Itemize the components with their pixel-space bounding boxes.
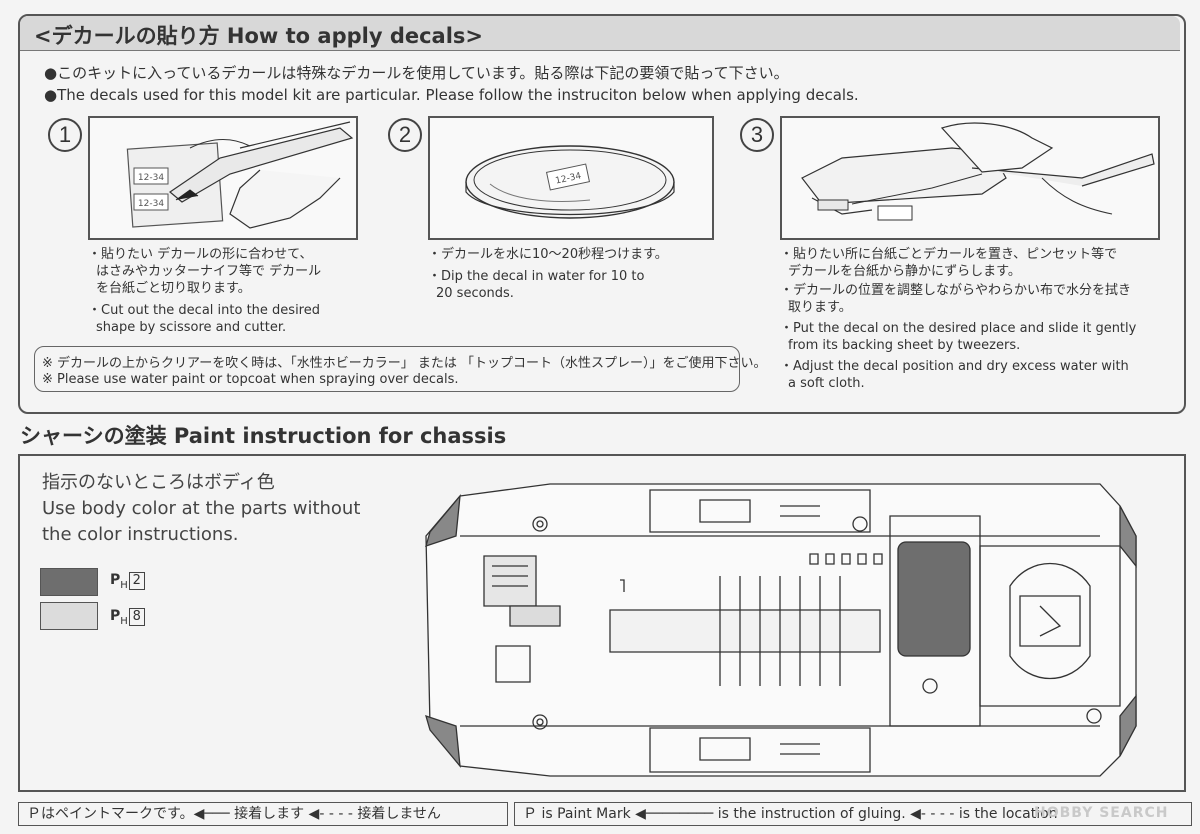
paint-code: 2 xyxy=(128,572,145,590)
watermark-logo: HOBBY SEARCH xyxy=(1034,805,1169,821)
step-2-illustration: 12-34 xyxy=(428,116,714,240)
step-1-illustration: 12-34 12-34 xyxy=(88,116,358,240)
instruction-en: the color instructions. xyxy=(42,524,239,545)
note-japanese: ※ デカールの上からクリアーを吹く時は、「水性ホビーカラー」 または 「トップコ… xyxy=(42,356,767,371)
chassis-panel xyxy=(18,454,1186,792)
step-3-en-line: ・Adjust the decal position and dry exces… xyxy=(780,359,1129,374)
step-3-en-line: from its backing sheet by tweezers. xyxy=(788,338,1021,353)
paint-mark-prefix: P xyxy=(110,572,121,588)
step-number-1: 1 xyxy=(48,118,82,152)
step-3-en-line: ・Put the decal on the desired place and … xyxy=(780,321,1137,336)
step-2-jp-line: ・デカールを水に10～20秒程つけます。 xyxy=(428,247,668,262)
decal-sticker-label: 12-34 xyxy=(138,199,164,209)
paint-swatch-dark xyxy=(40,568,98,596)
chassis-section-title: シャーシの塗装 Paint instruction for chassis xyxy=(20,424,507,448)
step-2-en-line: 20 seconds. xyxy=(436,286,514,301)
applying-decal-illustration xyxy=(801,122,1155,221)
step-number-3: 3 xyxy=(740,118,774,152)
instruction-jp: 指示のないところはボディ色 xyxy=(42,472,275,493)
step-number-2: 2 xyxy=(388,118,422,152)
step-1-jp-line: はさみやカッターナイフ等で デカール xyxy=(96,264,322,279)
step-3-text: ・貼りたい所に台紙ごとデカールを置き、ピンセット等で デカールを台紙から静かにず… xyxy=(780,246,1136,392)
step-1-jp-line: ・貼りたい デカールの形に合わせて、 xyxy=(88,247,313,262)
clearcoat-note-box xyxy=(34,346,740,392)
step-3-jp-line: ・デカールの位置を調整しながらやわらかい布で水分を拭き xyxy=(780,283,1132,298)
intro-japanese: ●このキットに入っているデカールは特殊なデカールを使用しています。貼る際は下記の… xyxy=(44,64,789,82)
step-1-en-line: shape by scissore and cutter. xyxy=(96,320,287,335)
step-3-en-line: a soft cloth. xyxy=(788,376,865,391)
water-dish-illustration: 12-34 xyxy=(465,145,675,219)
paint-mark-prefix: P xyxy=(110,608,121,624)
body-color-instruction: 指示のないところはボディ色 Use body color at the part… xyxy=(42,470,360,548)
decal-sticker-label: 12-34 xyxy=(138,173,164,183)
instruction-en: Use body color at the parts without xyxy=(42,498,361,519)
step-3-jp-line: 取ります。 xyxy=(788,300,852,315)
decal-section-title: <デカールの貼り方 How to apply decals> xyxy=(34,24,484,48)
step-3-jp-line: デカールを台紙から静かにずらします。 xyxy=(788,264,1021,279)
note-english: ※ Please use water paint or topcoat when… xyxy=(42,372,459,387)
paint-swatch-light xyxy=(40,602,98,630)
paint-mark-sub: H xyxy=(120,615,128,627)
step-1-text: ・貼りたい デカールの形に合わせて、 はさみやカッターナイフ等で デカール を台… xyxy=(88,246,321,336)
chassis-underside-diagram xyxy=(425,483,1137,777)
step-2-text: ・デカールを水に10～20秒程つけます。 ・Dip the decal in w… xyxy=(428,246,668,302)
step-2-en-line: ・Dip the decal in water for 10 to xyxy=(428,269,645,284)
step-3-illustration xyxy=(780,116,1160,240)
paint-mark-legend-en: Ｐ is Paint Mark ◀──────── is the instruc… xyxy=(514,802,1192,826)
step-1-jp-line: を台紙ごと切り取ります。 xyxy=(96,281,251,296)
cutting-decal-illustration: 12-34 12-34 xyxy=(126,121,354,229)
step-1-en-line: ・Cut out the decal into the desired xyxy=(88,303,320,318)
paint-code: 8 xyxy=(128,608,145,626)
intro-english: ●The decals used for this model kit are … xyxy=(44,86,859,104)
paint-mark-legend-jp: Ｐはペイントマークです。◀─── 接着します ◀- - - - 接着しません xyxy=(18,802,508,826)
paint-mark-sub: H xyxy=(120,579,128,591)
step-3-jp-line: ・貼りたい所に台紙ごとデカールを置き、ピンセット等で xyxy=(780,247,1118,262)
decal-header-bar xyxy=(20,16,1180,51)
